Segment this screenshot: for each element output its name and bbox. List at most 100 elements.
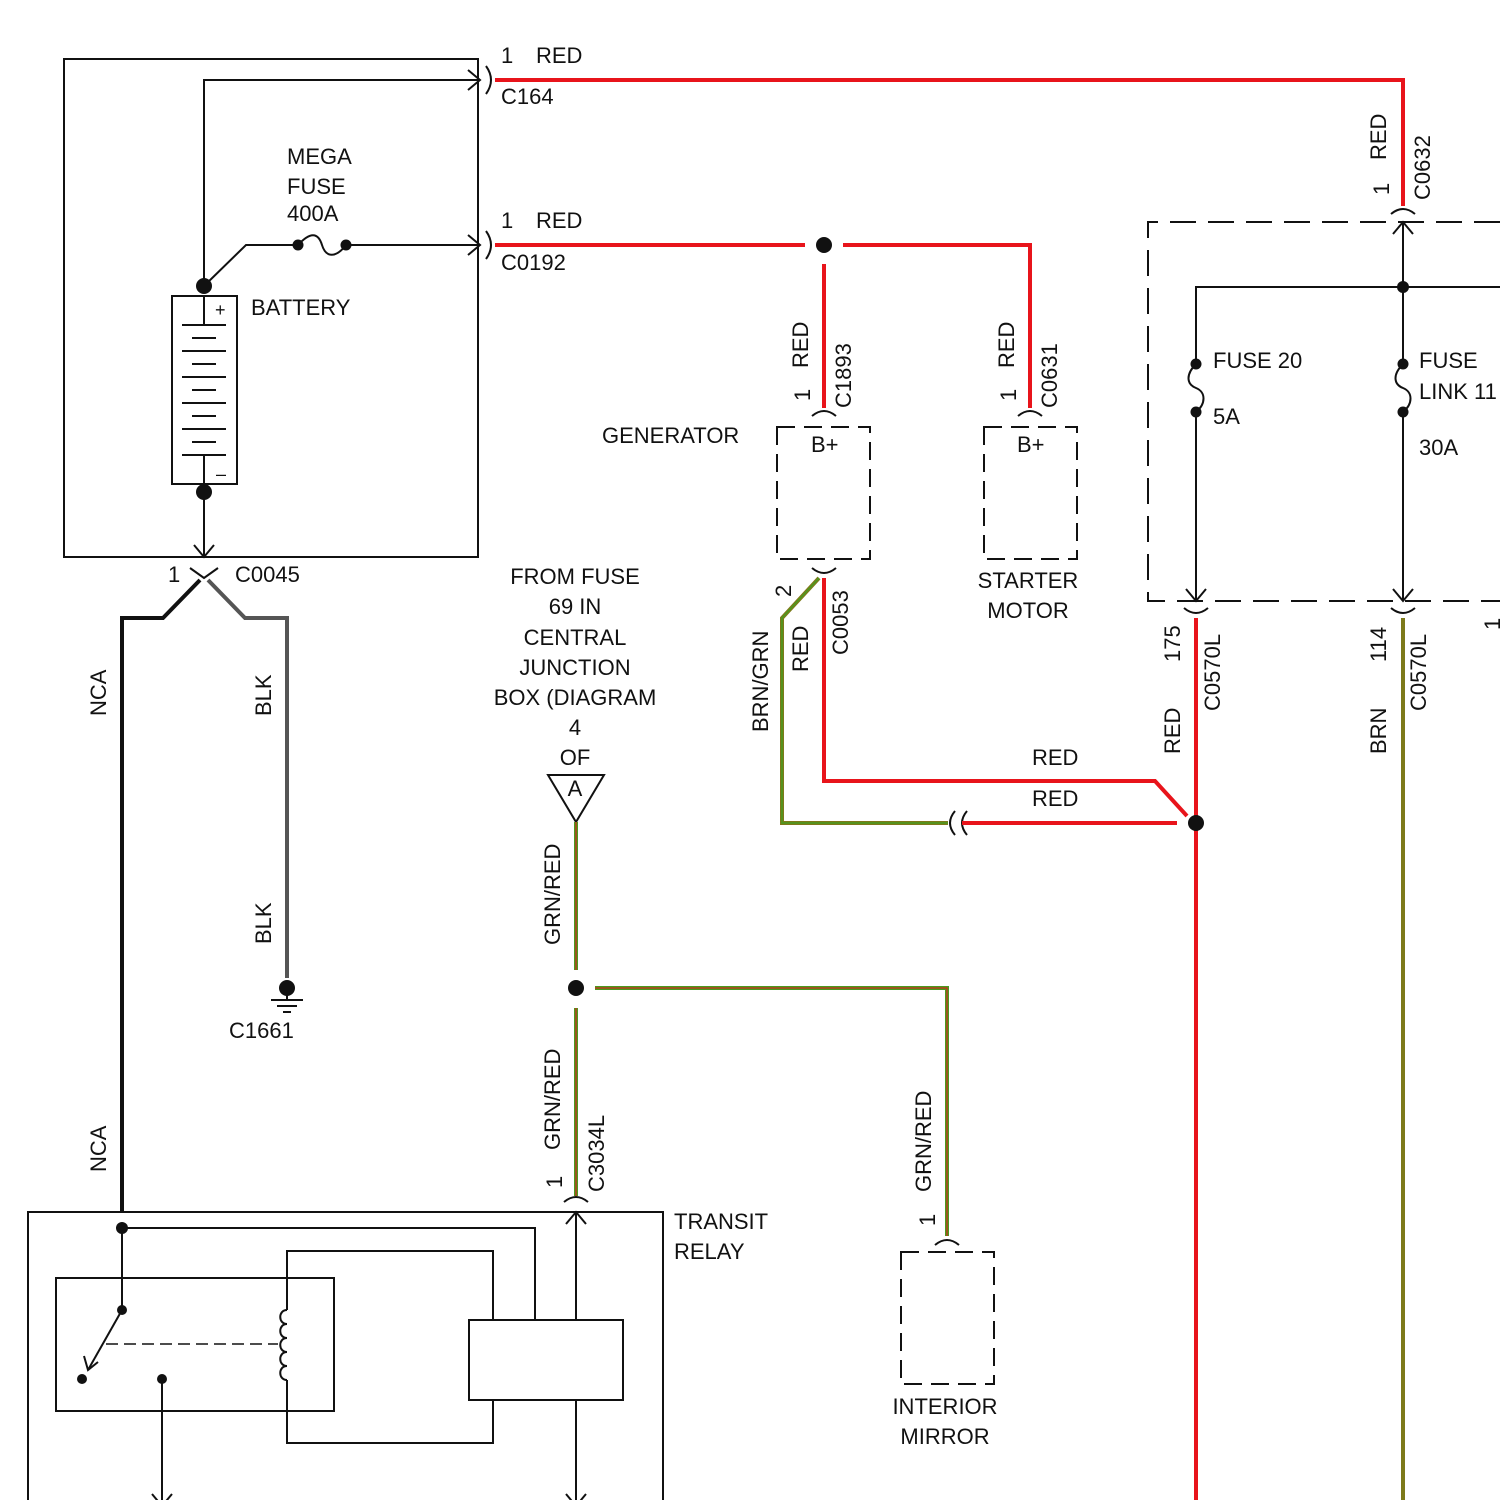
connector-c164 <box>486 66 491 94</box>
grn-red-lower-label: GRN/RED <box>540 1049 565 1150</box>
c3034l-pin: 1 <box>542 1176 567 1188</box>
c1893-name: C1893 <box>831 343 856 408</box>
c0053-pin: 2 <box>771 585 796 597</box>
c0570l-175-pin: 175 <box>1160 625 1185 662</box>
mirror-line2: MIRROR <box>900 1424 989 1449</box>
mega-fuse-line3: 400A <box>287 201 339 226</box>
from-fuse-line2: 69 IN <box>549 594 602 619</box>
grn-red-upper-label: GRN/RED <box>540 844 565 945</box>
from-fuse-line4: JUNCTION <box>519 655 630 680</box>
battery-minus: – <box>216 464 226 484</box>
wire-brn-grn-stripe <box>782 578 948 823</box>
c0053-wire1: BRN/GRN <box>748 631 773 732</box>
connector-c3034l <box>564 1197 588 1202</box>
offpage-letter: A <box>568 776 583 801</box>
mirror-pin: 1 <box>915 1214 940 1226</box>
mega-fuse-line2: FUSE <box>287 174 346 199</box>
fuse-icon <box>1189 359 1204 418</box>
connector-c0192 <box>486 231 491 259</box>
fuselink-line1: FUSE <box>1419 348 1478 373</box>
nca-upper-label: NCA <box>86 669 111 716</box>
c0632-pin: 1 <box>1369 183 1394 195</box>
c0045-pin: 1 <box>168 562 180 587</box>
c0631-color: RED <box>994 322 1019 368</box>
fuselink-rating: 30A <box>1419 435 1458 460</box>
battery-plus: + <box>215 300 226 320</box>
c164-pin: 1 <box>501 43 513 68</box>
connector-c0570l-175 <box>1184 608 1208 613</box>
c164-color: RED <box>536 43 582 68</box>
mirror-box <box>901 1252 994 1384</box>
splice-battery-plus <box>196 278 212 294</box>
c0632-name: C0632 <box>1410 135 1435 200</box>
wire-grn-red-mirror-stripe <box>595 988 947 1236</box>
relay-inner-box <box>56 1278 334 1411</box>
connector-c1893 <box>812 411 836 416</box>
c0045-name: C0045 <box>235 562 300 587</box>
red-mid2-label: RED <box>1032 786 1078 811</box>
c0631-name: C0631 <box>1037 343 1062 408</box>
c0570l-175-name: C0570L <box>1200 634 1225 711</box>
c1661-name: C1661 <box>229 1018 294 1043</box>
from-fuse-line1: FROM FUSE <box>510 564 640 589</box>
brn-114-label: BRN <box>1366 708 1391 754</box>
starter-line1: STARTER <box>978 568 1079 593</box>
wire-c164-red <box>495 80 1403 206</box>
wire-brn-grn <box>782 578 948 823</box>
relay-feed-wire <box>122 1228 535 1320</box>
fuse20-label: FUSE 20 <box>1213 348 1302 373</box>
c0053-name: C0053 <box>828 590 853 655</box>
blk-lower-label: BLK <box>251 902 276 944</box>
red-175-label: RED <box>1160 708 1185 754</box>
from-fuse-line3: CENTRAL <box>524 625 627 650</box>
splice-grn-red <box>568 980 584 996</box>
fuse20-rating: 5A <box>1213 404 1240 429</box>
connector-c0570l-114 <box>1391 608 1415 613</box>
c0053-wire2: RED <box>788 626 813 672</box>
relay-coil-icon <box>280 1310 287 1380</box>
c1893-pin: 1 <box>790 389 815 401</box>
c0570l-114-pin: 114 <box>1366 627 1391 662</box>
c0570l-edge-pin: 1 <box>1480 618 1500 630</box>
battery-label: BATTERY <box>251 295 351 320</box>
splice-red-175 <box>1188 815 1204 831</box>
c0631-pin: 1 <box>996 389 1021 401</box>
connector-c0053 <box>812 568 836 573</box>
from-fuse-line6: 4 <box>569 715 581 740</box>
mega-fuse-wire <box>204 245 298 286</box>
relay-module-block <box>469 1320 623 1400</box>
fuse-icon <box>293 235 352 255</box>
blk-upper-label: BLK <box>251 674 276 716</box>
transit-relay-line2: RELAY <box>674 1239 745 1264</box>
transit-relay-line1: TRANSIT <box>674 1209 768 1234</box>
splice-c0192 <box>816 237 832 253</box>
mirror-line1: INTERIOR <box>892 1394 997 1419</box>
grn-red-mirror-label: GRN/RED <box>911 1091 936 1192</box>
c3034l-name: C3034L <box>584 1115 609 1192</box>
c1893-color: RED <box>788 322 813 368</box>
relay-coil-top <box>287 1251 493 1320</box>
c0192-pin: 1 <box>501 208 513 233</box>
fuselink-line2: LINK 11 <box>1419 379 1497 404</box>
starter-terminal: B+ <box>1017 432 1045 457</box>
battery-icon <box>172 296 237 484</box>
c0192-name: C0192 <box>501 250 566 275</box>
c0632-color: RED <box>1366 114 1391 160</box>
mega-fuse-line1: MEGA <box>287 144 352 169</box>
fuse-icon <box>1396 359 1411 418</box>
connector-mirror <box>935 1240 959 1245</box>
connector-c0632 <box>1391 209 1415 214</box>
wire-grn-red-mirror <box>595 988 947 1236</box>
generator-label: GENERATOR <box>602 423 739 448</box>
connector-c0631 <box>1018 411 1042 416</box>
ground-icon <box>271 980 303 1012</box>
starter-line2: MOTOR <box>987 598 1068 623</box>
generator-terminal: B+ <box>811 432 839 457</box>
transit-relay-box <box>28 1212 663 1500</box>
c164-name: C164 <box>501 84 554 109</box>
wire-nca <box>122 580 200 1212</box>
from-fuse-line5: BOX (DIAGRAM <box>494 685 657 710</box>
c0192-color: RED <box>536 208 582 233</box>
